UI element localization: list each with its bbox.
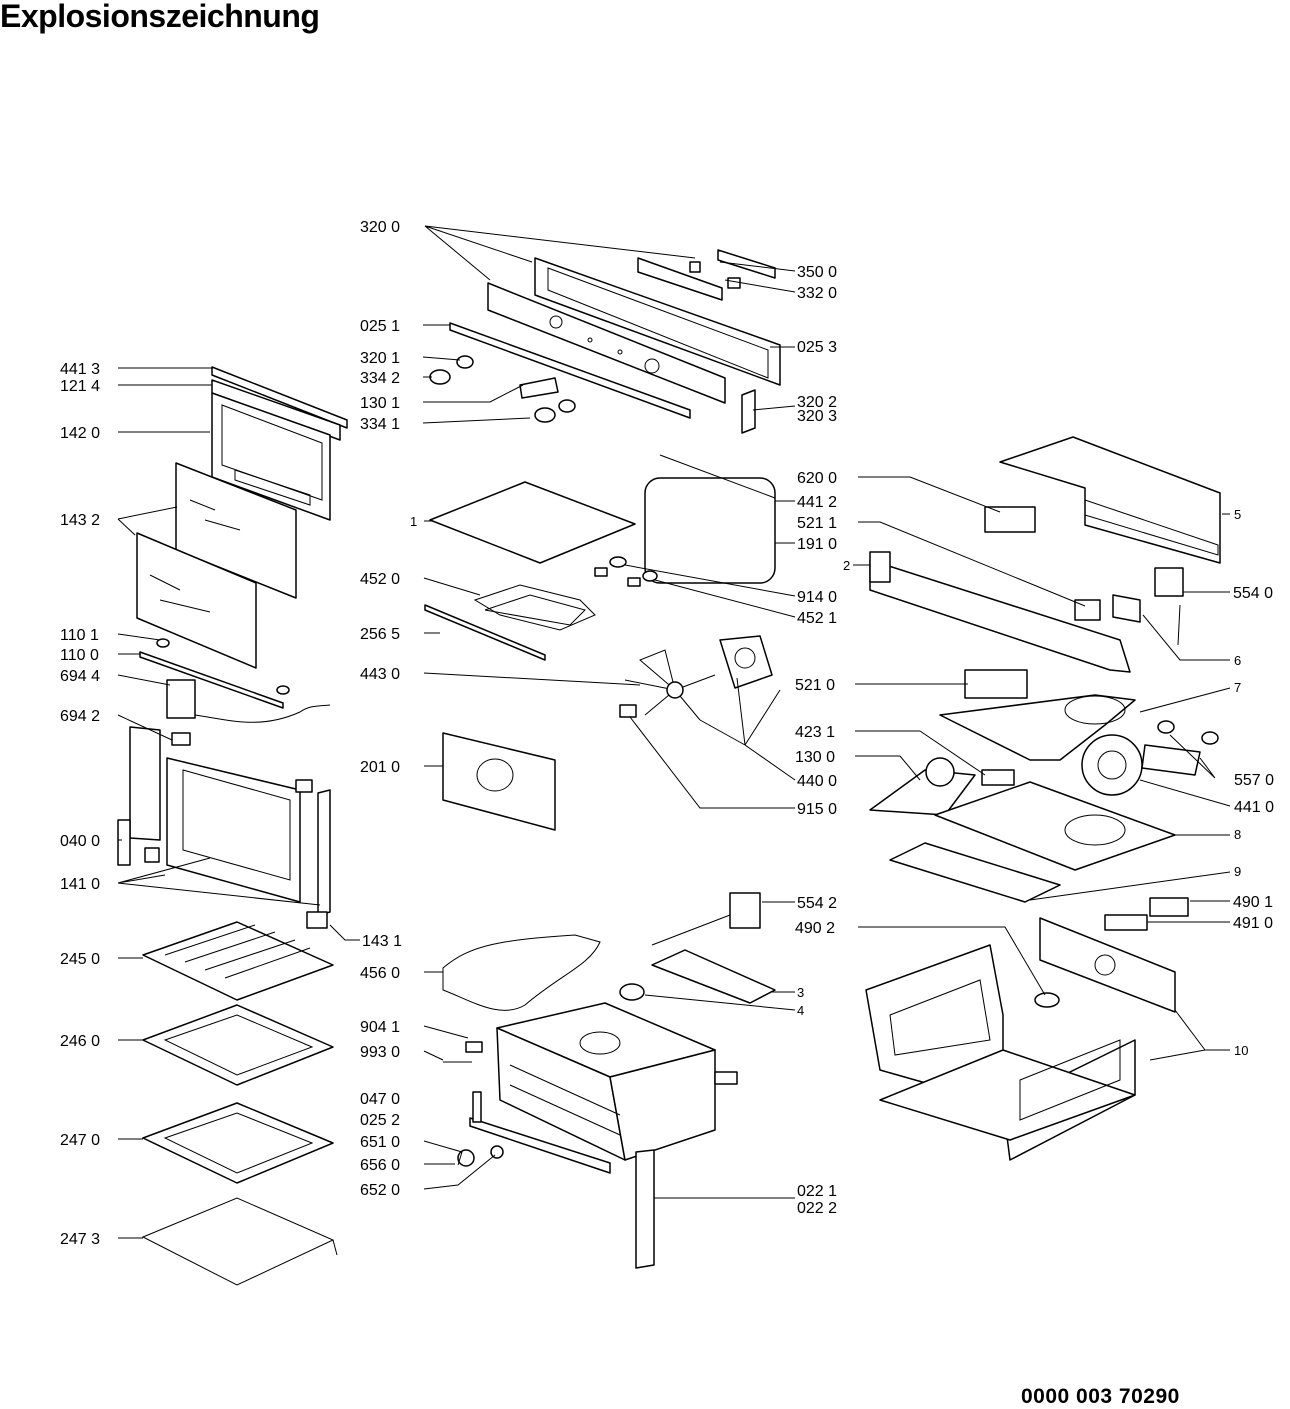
document-number: 0000 003 70290 (1021, 1385, 1180, 1408)
leader-lines (117, 225, 1231, 1239)
label-332-0: 332 0 (797, 285, 837, 302)
label-694-4: 694 4 (60, 668, 100, 685)
label-143-2: 143 2 (60, 512, 100, 529)
label-025-3: 025 3 (797, 339, 837, 356)
label-554-0: 554 0 (1233, 585, 1273, 602)
label-441-0: 441 0 (1234, 799, 1274, 816)
oven-racks-part (141, 921, 338, 1286)
label-452-0: 452 0 (360, 571, 400, 588)
label-320-2: 320 2 (797, 394, 837, 411)
label-8: 8 (1234, 827, 1241, 842)
label-334-1: 334 1 (360, 416, 400, 433)
label-423-1: 423 1 (795, 724, 835, 741)
label-320-3: 320 3 (797, 408, 837, 425)
label-694-2: 694 2 (60, 708, 100, 725)
label-320-0: 320 0 (360, 219, 400, 236)
label-256-5: 256 5 (360, 626, 400, 643)
label-025-1: 025 1 (360, 318, 400, 335)
label-652-0: 652 0 (360, 1182, 400, 1199)
label-443-0: 443 0 (360, 666, 400, 683)
label-247-0: 247 0 (60, 1132, 100, 1149)
label-141-0: 141 0 (60, 876, 100, 893)
inner-door-part (117, 726, 331, 929)
label-110-1: 110 1 (60, 627, 99, 644)
label-334-2: 334 2 (360, 370, 400, 387)
label-904-1: 904 1 (360, 1019, 400, 1036)
blower-housing-part (869, 669, 1219, 903)
label-441-3: 441 3 (60, 361, 100, 378)
label-320-1: 320 1 (360, 350, 400, 367)
oven-cavity-part (443, 1002, 738, 1269)
label-246-0: 246 0 (60, 1033, 100, 1050)
label-2: 2 (843, 558, 850, 573)
label-10: 10 (1234, 1043, 1248, 1058)
label-491-0: 491 0 (1233, 915, 1273, 932)
label-022-1: 022 1 (797, 1183, 837, 1200)
label-1: 1 (410, 514, 417, 529)
label-620-0: 620 0 (797, 470, 837, 487)
label-7: 7 (1234, 680, 1241, 695)
label-247-3: 247 3 (60, 1231, 100, 1248)
label-025-2: 025 2 (360, 1112, 400, 1129)
bottom-heater-part (442, 892, 776, 1011)
label-350-0: 350 0 (797, 264, 837, 281)
top-heater-part (424, 556, 658, 661)
page-title: Explosionszeichnung (0, 0, 320, 34)
label-5: 5 (1234, 507, 1241, 522)
part-labels: 320 0 350 0 332 0 025 1 025 3 320 1 334 … (60, 219, 1274, 1248)
label-915-0: 915 0 (797, 801, 837, 818)
label-022-2: 022 2 (797, 1200, 837, 1217)
control-panel-part (429, 249, 781, 434)
label-110-0: 110 0 (60, 647, 99, 664)
outer-casing-part (865, 897, 1189, 1161)
part-drawings (117, 249, 1221, 1286)
label-4: 4 (797, 1003, 804, 1018)
label-121-4: 121 4 (60, 378, 100, 395)
label-441-2: 441 2 (797, 494, 837, 511)
label-521-1: 521 1 (797, 515, 837, 532)
label-047-0: 047 0 (360, 1091, 400, 1108)
fan-motor-part (442, 635, 773, 831)
label-040-0: 040 0 (60, 833, 100, 850)
label-914-0: 914 0 (797, 589, 837, 606)
label-245-0: 245 0 (60, 951, 100, 968)
label-452-1: 452 1 (797, 610, 837, 627)
label-651-0: 651 0 (360, 1134, 400, 1151)
label-143-1: 143 1 (362, 933, 402, 950)
label-993-0: 993 0 (360, 1044, 400, 1061)
label-130-0: 130 0 (795, 749, 835, 766)
label-490-2: 490 2 (795, 920, 835, 937)
label-142-0: 142 0 (60, 425, 100, 442)
label-490-1: 490 1 (1233, 894, 1273, 911)
label-554-2: 554 2 (797, 895, 837, 912)
label-130-1: 130 1 (360, 395, 400, 412)
label-3: 3 (797, 985, 804, 1000)
label-521-0: 521 0 (795, 677, 835, 694)
label-6: 6 (1234, 653, 1241, 668)
label-456-0: 456 0 (360, 965, 400, 982)
label-656-0: 656 0 (360, 1157, 400, 1174)
label-201-0: 201 0 (360, 759, 400, 776)
rear-cover-part (869, 436, 1221, 673)
label-191-0: 191 0 (797, 536, 837, 553)
label-440-0: 440 0 (797, 773, 837, 790)
label-557-0: 557 0 (1234, 772, 1274, 789)
top-cover-part (429, 454, 776, 584)
oven-door-part (136, 366, 348, 723)
label-9: 9 (1234, 864, 1241, 879)
